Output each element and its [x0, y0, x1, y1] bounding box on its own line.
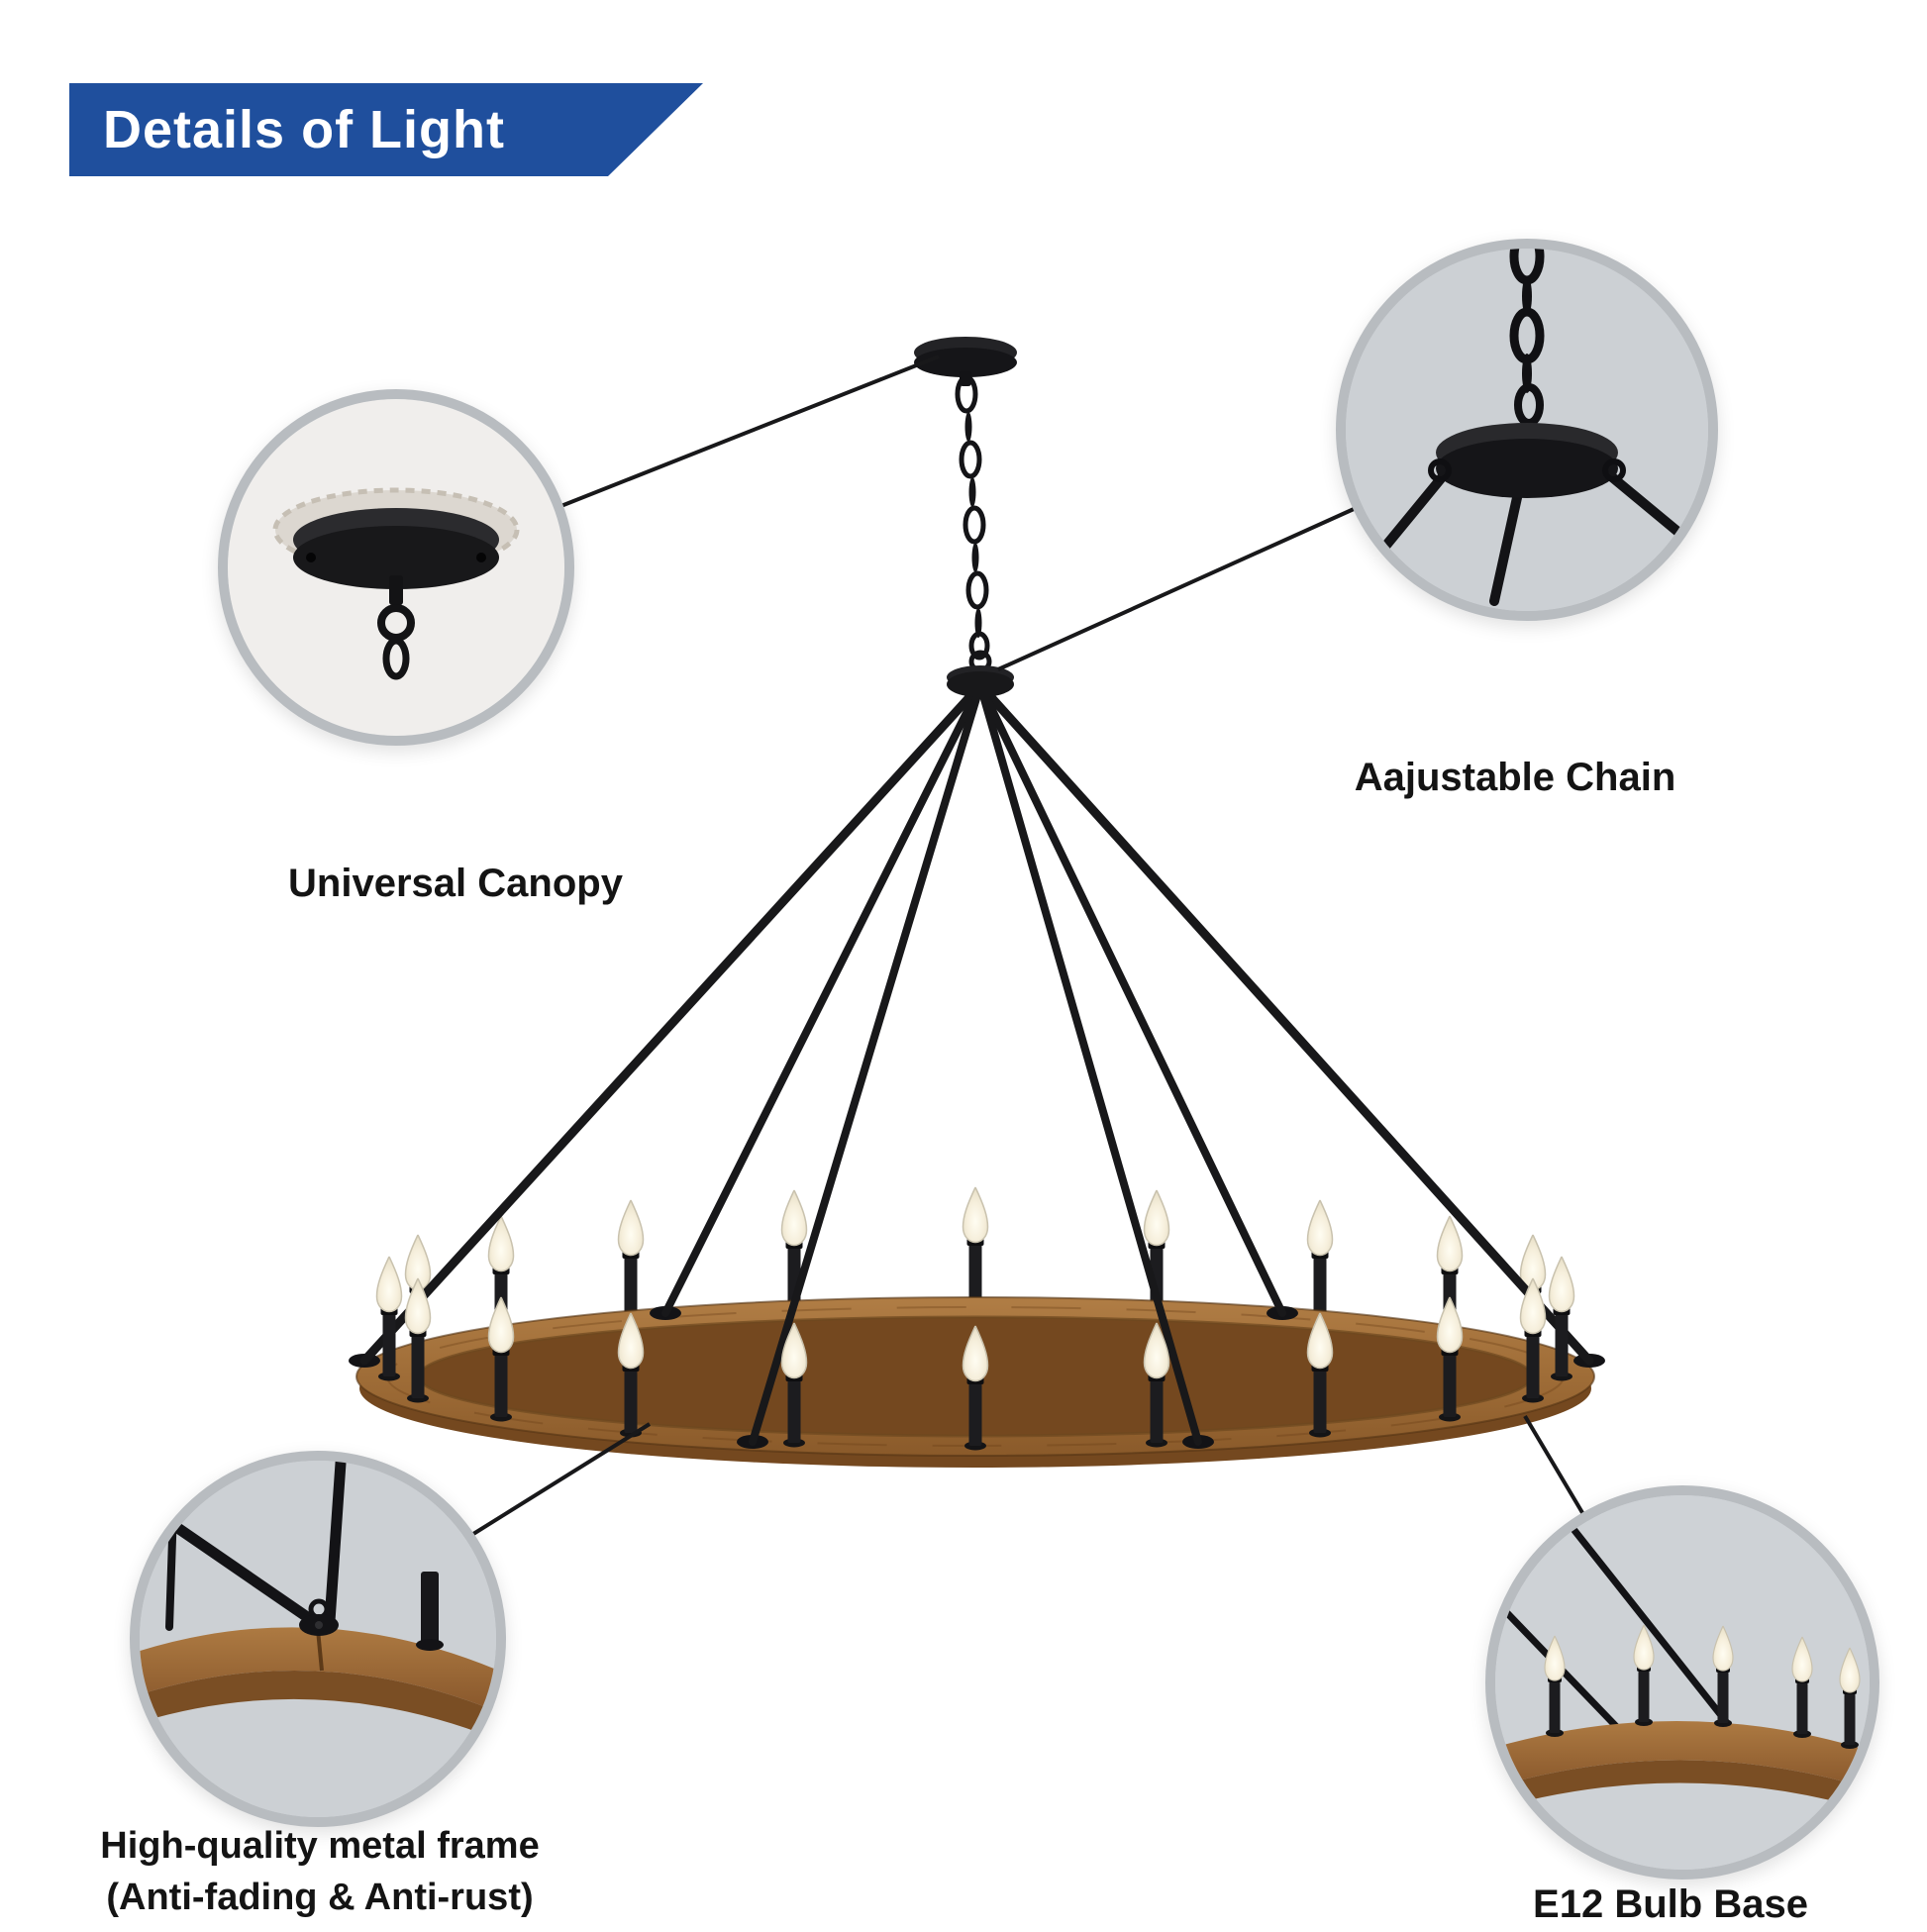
callout-label-bulb: E12 Bulb Base [1533, 1882, 1808, 1926]
ceiling-canopy [914, 337, 1017, 386]
callout-label-frame-line2: (Anti-fading & Anti-rust) [106, 1877, 534, 1919]
canopy-detail-image [228, 399, 564, 736]
bulb-detail-image [1495, 1495, 1870, 1870]
callout-circle-frame [130, 1451, 506, 1827]
chain-detail-image [1346, 249, 1708, 611]
callout-circle-chain [1336, 239, 1718, 621]
leader-line-canopy [553, 355, 940, 511]
page-title: Details of Light [103, 100, 505, 159]
callout-label-frame-line1: High-quality metal frame [100, 1825, 540, 1867]
hanging-chain [955, 374, 990, 661]
callout-label-frame: High-quality metal frame (Anti-fading & … [13, 1820, 627, 1924]
frame-detail-image [140, 1461, 496, 1817]
callout-circle-canopy [218, 389, 574, 746]
leader-line-chain [997, 503, 1364, 671]
leader-line-bulb [1523, 1414, 1589, 1523]
leader-line-frame [463, 1422, 652, 1541]
callout-circle-bulb [1485, 1485, 1879, 1880]
callout-label-chain: Aajustable Chain [1354, 756, 1676, 799]
leader-lines [463, 355, 1589, 1541]
title-banner: Details of Light [69, 83, 703, 176]
callout-label-canopy: Universal Canopy [288, 862, 623, 905]
suspension-rods [359, 680, 1594, 1446]
hub [947, 650, 1014, 697]
